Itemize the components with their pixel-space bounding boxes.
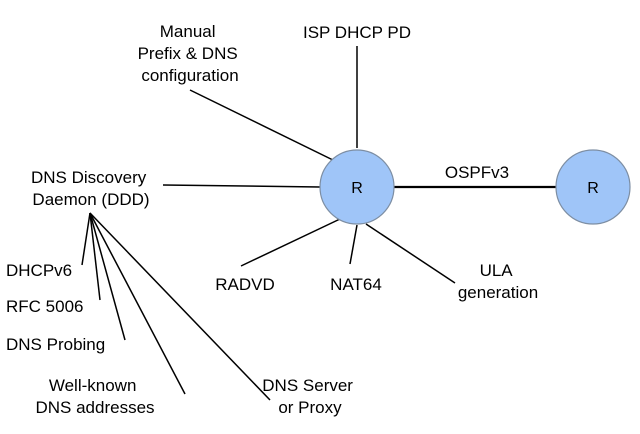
- edge-ddd-well-known: [89, 212, 186, 395]
- edge-ddd-dns-probing: [89, 212, 126, 341]
- label-dns-server-line2: or Proxy: [278, 398, 342, 417]
- edge-radvd: [240, 218, 341, 267]
- edge-ula: [365, 223, 456, 284]
- edge-ddd-dns-server: [89, 212, 271, 401]
- label-rfc5006: RFC 5006: [6, 297, 83, 316]
- edge-ddd: [162, 184, 321, 188]
- label-radvd: RADVD: [215, 275, 275, 294]
- edge-ddd-rfc5006: [89, 212, 101, 301]
- router-label-main: R: [351, 180, 363, 197]
- label-manual-config-line1: Manual: [160, 22, 216, 41]
- label-ddd-line2: Daemon (DDD): [32, 190, 149, 209]
- label-ddd-line1: DNS Discovery: [31, 168, 147, 187]
- label-manual-config: Manual Prefix & DNS configuration: [138, 22, 243, 85]
- label-ospfv3: OSPFv3: [445, 163, 509, 182]
- router-node-peer: R: [555, 149, 631, 225]
- label-manual-config-line3: configuration: [141, 66, 238, 85]
- label-isp-dhcp-pd: ISP DHCP PD: [303, 23, 411, 42]
- label-manual-config-line2: Prefix & DNS: [138, 44, 238, 63]
- label-ula-line1: ULA: [480, 261, 514, 280]
- router-circle-peer: [555, 149, 631, 225]
- label-dns-server: DNS Server or Proxy: [262, 376, 357, 417]
- router-label-peer: R: [587, 180, 599, 197]
- label-well-known: Well-known DNS addresses: [35, 376, 154, 417]
- label-dns-server-line1: DNS Server: [262, 376, 353, 395]
- label-dhcpv6: DHCPv6: [6, 261, 72, 280]
- label-ula: ULA generation: [458, 261, 538, 302]
- edge-ddd-dhcpv6: [81, 212, 91, 266]
- label-nat64: NAT64: [330, 275, 382, 294]
- router-circle-main: [319, 149, 395, 225]
- label-well-known-line2: DNS addresses: [35, 398, 154, 417]
- edge-nat64: [349, 224, 358, 265]
- label-well-known-line1: Well-known: [49, 376, 137, 395]
- edge-manual-config: [189, 89, 338, 163]
- label-dns-probing: DNS Probing: [6, 335, 105, 354]
- label-ddd: DNS Discovery Daemon (DDD): [31, 168, 151, 209]
- label-ula-line2: generation: [458, 283, 538, 302]
- router-node-main: R: [319, 149, 395, 225]
